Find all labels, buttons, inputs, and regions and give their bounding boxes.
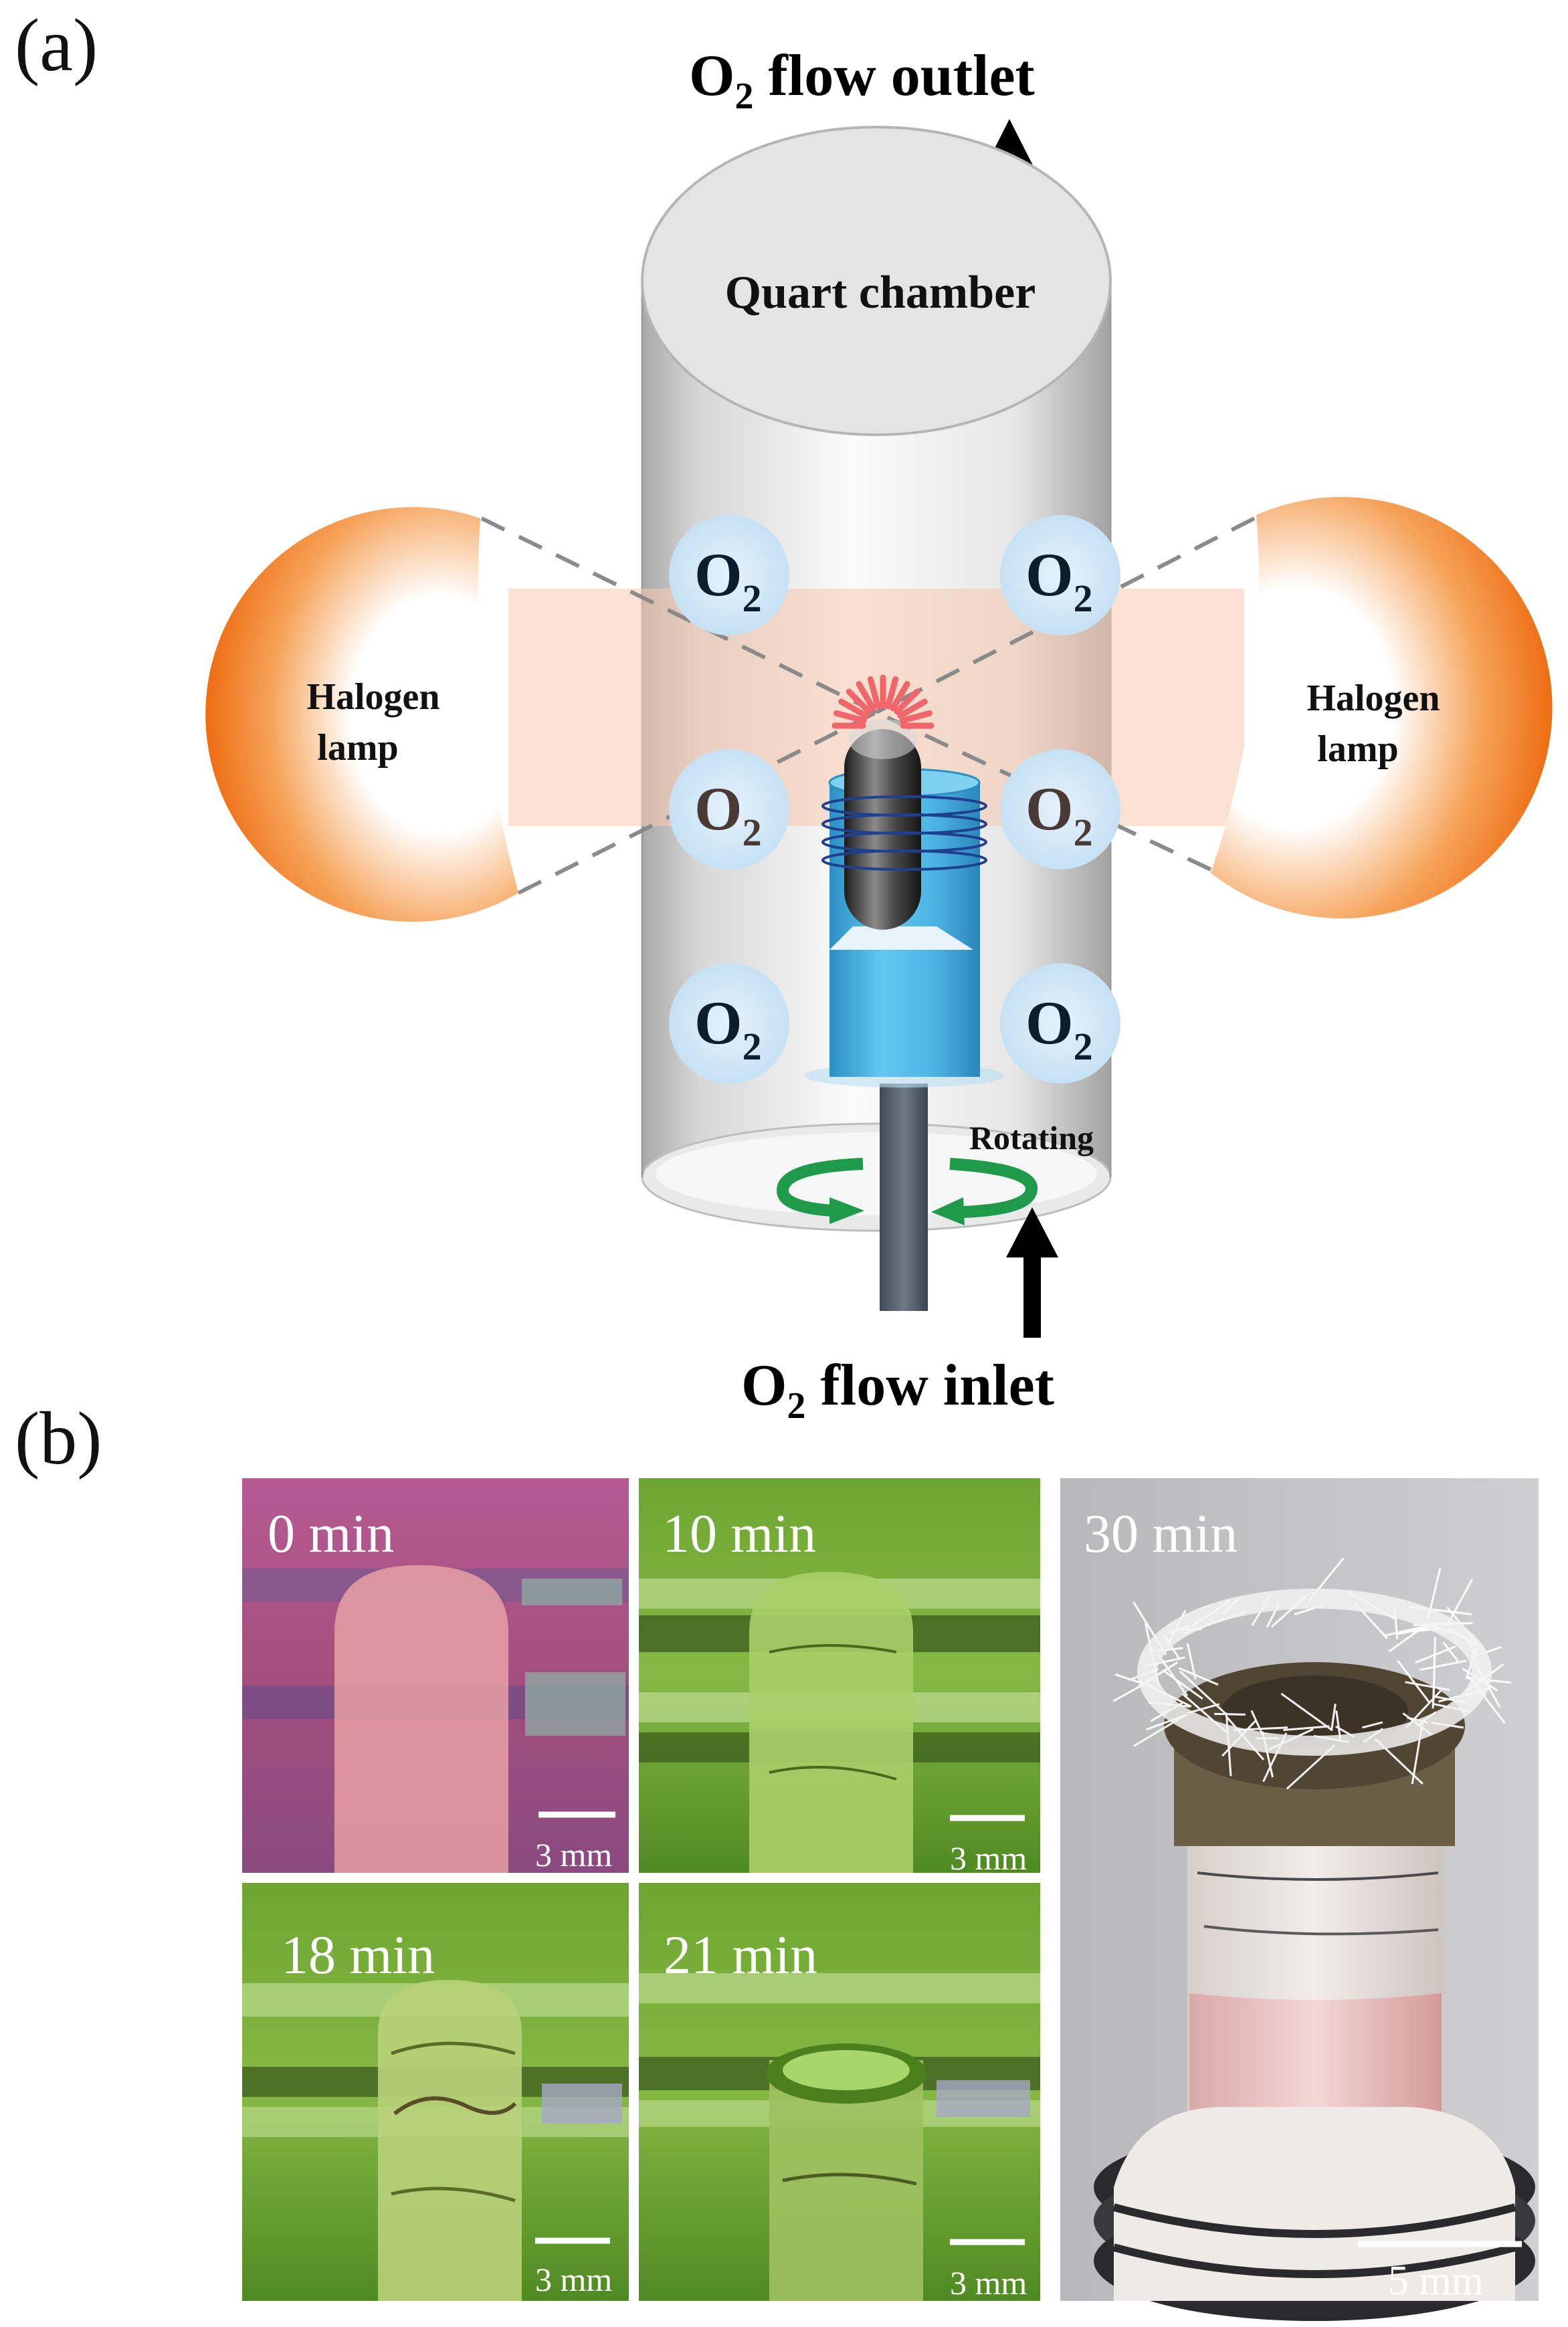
nanowire [1280,1692,1333,1731]
heat-ray [899,710,933,724]
outlet-label-o: O [689,43,734,108]
nanowire [1187,1703,1220,1714]
nanowire [1186,1643,1197,1680]
nanowire [1362,1721,1383,1729]
nanowire [1397,1659,1430,1703]
heat-ray [838,698,869,719]
scale-bar-label: 5 mm [1388,2258,1484,2304]
o2-label: O2 [694,540,762,620]
o2-label-sub: 2 [1074,1025,1093,1068]
photo-labels: 0 min 3 mm 10 min 3 mm 18 min 3 mm 21 min 3 mm 3… [268,1503,1522,2304]
nanowire [1442,1641,1459,1662]
halogen-lamp-left [205,507,518,922]
rotating-label: Rotating [969,1119,1094,1156]
heat-ray [894,688,920,715]
o2-label-o: O [1025,540,1074,609]
photo-0-min [242,1478,629,1873]
o2-label: O2 [1025,775,1093,854]
outlet-label-text: flow outlet [753,43,1034,108]
photo-10-min [639,1478,1040,1873]
lamp-left-line2: lamp [317,727,398,769]
o2-label-o: O [694,989,743,1057]
rotation-arrow-icon [776,1158,1038,1225]
chamber-label: Quart chamber [725,267,1036,318]
heat-ray [867,676,881,710]
heat-ray [885,676,899,710]
photo-time-label: 10 min [662,1503,816,1564]
panel-b-label: (b) [15,1397,102,1480]
o2-label: O2 [694,989,762,1068]
lamp-left-line1: Halogen [306,676,439,718]
nanowire [1405,1681,1450,1692]
o2-label-sub: 2 [743,1025,762,1068]
o2-label-o: O [1025,989,1074,1057]
halogen-lamp-right [1211,497,1553,919]
nanowire [1432,1637,1436,1701]
nanowire [1419,1659,1467,1672]
photo-time-label: 18 min [281,1924,435,1985]
lamp-right-line2: lamp [1317,728,1398,770]
heat-burst-icon [831,674,935,729]
o2-label-sub: 2 [743,577,762,620]
photo-time-label: 21 min [664,1924,817,1985]
scale-bar-label: 3 mm [950,1839,1027,1877]
o2-label-sub: 2 [1074,811,1093,854]
o2-label-sub: 2 [743,811,762,854]
o2-label: O2 [1025,540,1093,620]
nanowire [1178,1667,1219,1686]
photo-21-min [639,1883,1040,2301]
heat-ray [897,698,928,719]
scale-bar-label: 3 mm [950,2264,1027,2302]
nanowire [1447,1579,1474,1624]
o2-bubble: O2 [1000,749,1120,870]
photo-30-min [1060,1478,1539,2321]
o2-label: O2 [1025,989,1093,1068]
photo-time-label: 0 min [268,1503,394,1564]
heat-ray [890,681,910,712]
heat-ray [833,710,867,724]
o2-bubble: O2 [1000,963,1120,1084]
scale-bar-label: 3 mm [535,2261,612,2298]
inlet-label-text: flow inlet [805,1353,1054,1418]
lamp-right-line1: Halogen [1306,678,1440,719]
scale-bar-label: 3 mm [535,1836,612,1874]
nanowire [1162,1669,1203,1700]
outlet-label-sub: 2 [734,76,753,117]
inlet-label-sub: 2 [787,1385,805,1427]
nanowire [1283,1725,1330,1731]
o2-label-o: O [694,540,743,609]
inlet-label-o: O [741,1353,787,1418]
lamp-right-label: Halogen lamp [1306,678,1449,770]
o2-bubble: O2 [669,515,789,635]
o2-bubble: O2 [669,963,789,1084]
photo-18-min [242,1883,629,2301]
o2-label: O2 [694,775,762,854]
panel-a-label: (a) [15,4,98,87]
o2-label-sub: 2 [1074,577,1093,620]
o2-bubble: O2 [1000,515,1120,635]
inlet-label: O2 flow inlet [741,1353,1054,1427]
outlet-label: O2 flow outlet [689,43,1035,117]
o2-label-o: O [694,775,743,843]
nanowire [1330,1704,1337,1731]
nanowire [1179,1670,1228,1716]
inlet-arrow-icon [1006,1207,1058,1338]
sample-holder [804,719,1005,1311]
nanowire [1250,1710,1264,1736]
photo-time-label: 30 min [1084,1503,1238,1564]
o2-label-o: O [1025,775,1074,843]
o2-bubble: O2 [669,749,789,870]
heat-ray [856,681,876,712]
lamp-left-label: Halogen lamp [306,676,449,769]
heat-ray [846,688,872,715]
